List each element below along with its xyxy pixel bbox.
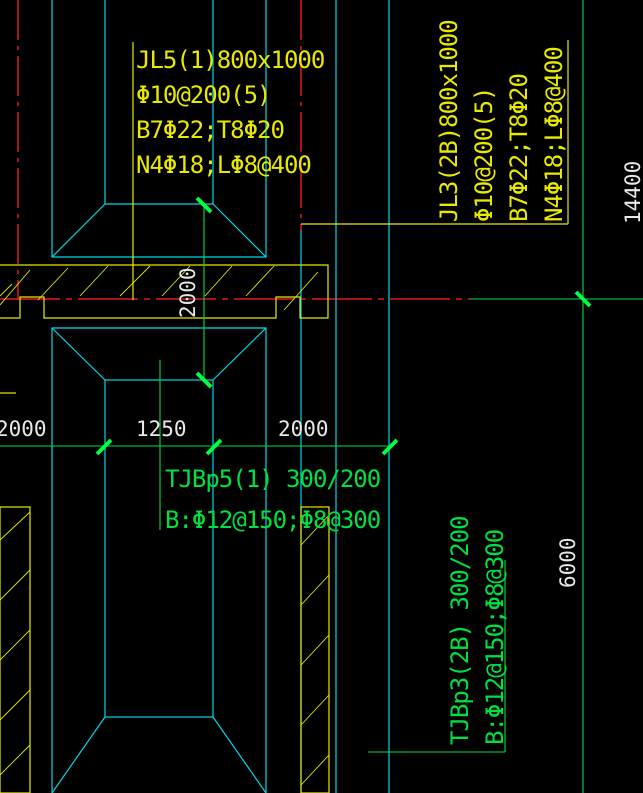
- top-footing-outer: [51, 0, 267, 258]
- jl5-line4: N4Φ18;LΦ8@400: [136, 151, 311, 179]
- lower-footing-inner: [104, 379, 214, 718]
- axis-lines: [0, 0, 470, 300]
- dimension-texts: 2000 1250 2000 2000 14400 6000: [0, 161, 643, 588]
- jl3-line1: JL3(2B)800x1000: [435, 20, 463, 222]
- jl5-line2: Φ10@200(5): [136, 81, 271, 109]
- dim-text-vertical: 2000: [176, 267, 200, 318]
- tick-1: [95, 438, 113, 456]
- tick-6: [574, 290, 592, 308]
- jl3-line2: Φ10@200(5): [470, 88, 498, 223]
- jl5-annotation: JL5(1)800x1000 Φ10@200(5) B7Φ22;T8Φ20 N4…: [136, 46, 325, 179]
- jl5-line1: JL5(1)800x1000: [136, 46, 324, 74]
- jl3-line4: N4Φ18;LΦ8@400: [540, 47, 568, 222]
- lower-footing-slope-tl: [51, 327, 106, 381]
- lower-footing-slope-tr: [212, 327, 267, 381]
- jl5-line3: B7Φ22;T8Φ20: [136, 116, 284, 144]
- lower-footing-slope-br: [212, 716, 267, 793]
- tjbp3-annotation: TJBp3(2B) 300/200 B:Φ12@150;Φ8@300: [446, 516, 509, 745]
- tick-4: [195, 196, 213, 214]
- right-wall-outline: [300, 506, 330, 793]
- dimension-ticks: [95, 196, 592, 456]
- dim-text-6000: 6000: [556, 537, 580, 588]
- dim-text-right: 2000: [278, 417, 329, 441]
- dim-text-14400: 14400: [621, 161, 643, 224]
- dim-text-left: 2000: [0, 417, 47, 441]
- tick-2: [205, 438, 223, 456]
- yellow-walls: [0, 40, 569, 793]
- right-wall-hatch: [300, 514, 330, 786]
- tjbp5-line1: TJBp5(1) 300/200: [165, 465, 380, 493]
- top-footing-slope-l: [51, 203, 106, 258]
- tick-5: [195, 371, 213, 389]
- dim-text-mid: 1250: [136, 417, 187, 441]
- left-wall-hatch: [0, 511, 31, 776]
- top-footing-slope-r: [212, 203, 267, 258]
- tjbp3-line2: B:Φ12@150;Φ8@300: [481, 530, 509, 745]
- jl3-annotation: JL3(2B)800x1000 Φ10@200(5) B7Φ22;T8Φ20 N…: [435, 20, 568, 222]
- horizontal-wall-outline: [0, 264, 329, 319]
- tjbp5-line2: B:Φ12@150;Φ8@300: [165, 506, 380, 534]
- jl3-line3: B7Φ22;T8Φ20: [505, 74, 533, 222]
- horizontal-wall-hatch: [0, 265, 319, 311]
- tjbp5-annotation: TJBp5(1) 300/200 B:Φ12@150;Φ8@300: [165, 465, 381, 534]
- top-footing-inner: [104, 0, 214, 205]
- tjbp3-line1: TJBp3(2B) 300/200: [446, 516, 474, 745]
- lower-footing-outer: [51, 327, 267, 793]
- tick-3: [381, 438, 399, 456]
- lower-footing-slope-bl: [51, 716, 106, 793]
- left-wall-outline: [0, 506, 31, 793]
